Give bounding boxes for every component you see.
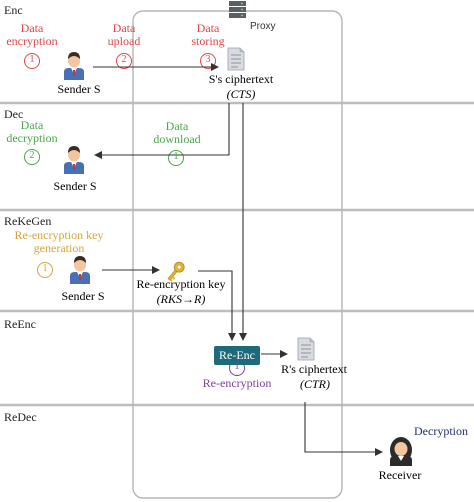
enc-step2-label: Data upload <box>107 21 141 48</box>
reencryption-key-symbol: (RKS→R) <box>156 292 206 306</box>
rekegen-step-label: Re-encryption key generation <box>14 228 104 255</box>
enc-step2-number: 2 <box>121 54 127 65</box>
sender-avatar-enc <box>64 52 84 80</box>
flow-arrows <box>93 63 383 456</box>
reenc-badge: Re-Enc <box>214 346 260 365</box>
dec-step2-circle <box>168 150 184 166</box>
dec-step2-label: Data download <box>153 119 201 146</box>
sender-ciphertext-symbol: (CTS) <box>226 87 256 101</box>
enc-step2-circle <box>116 53 132 69</box>
enc-step1-label: Data encryption <box>6 21 58 48</box>
dec-step1-label: Data decryption <box>6 118 58 145</box>
sender-avatar-rekegen <box>70 256 90 284</box>
rekegen-step-number: 1 <box>42 263 48 274</box>
key-icon <box>167 261 185 282</box>
rekegen-step-circle <box>37 262 53 278</box>
sender-ciphertext-label: S's ciphertext <box>208 72 274 86</box>
enc-step3-circle <box>200 53 216 69</box>
sender-ciphertext-doc-icon <box>227 47 245 71</box>
receiver-ciphertext-symbol: (CTR) <box>300 377 330 391</box>
receiver-ciphertext-label: R's ciphertext <box>281 362 347 376</box>
reencryption-key-label: Re-encryption key <box>136 277 226 291</box>
enc-step1-circle <box>24 53 40 69</box>
dec-step1-number: 2 <box>29 150 35 161</box>
phase-label-enc: Enc <box>4 3 23 17</box>
phase-label-reenc: ReEnc <box>4 317 36 331</box>
dec-step2-number: 1 <box>173 151 179 162</box>
dec-step1-circle <box>24 149 40 165</box>
phase-label-rekegen: ReKeGen <box>4 214 52 228</box>
receiver-avatar <box>390 437 412 466</box>
phase-separators <box>0 101 474 407</box>
server-icon <box>229 1 246 18</box>
enc-step1-number: 1 <box>29 54 35 65</box>
enc-sender-label: Sender S <box>57 82 101 96</box>
phase-label-dec: Dec <box>4 107 24 121</box>
enc-step3-number: 3 <box>205 54 211 65</box>
sender-avatar-dec <box>64 146 84 174</box>
receiver-label: Receiver <box>378 468 422 482</box>
proxy-label: Proxy <box>250 21 276 32</box>
phase-label-redec: ReDec <box>4 410 37 424</box>
decryption-label: Decryption <box>414 424 468 438</box>
receiver-ciphertext-doc-icon <box>297 337 315 361</box>
dec-sender-label: Sender S <box>53 179 97 193</box>
reenc-step-number: 1 <box>234 361 240 372</box>
enc-step3-label: Data storing <box>191 21 225 48</box>
rekegen-sender-label: Sender S <box>61 289 105 303</box>
reenc-label: Re-encryption <box>202 376 272 390</box>
